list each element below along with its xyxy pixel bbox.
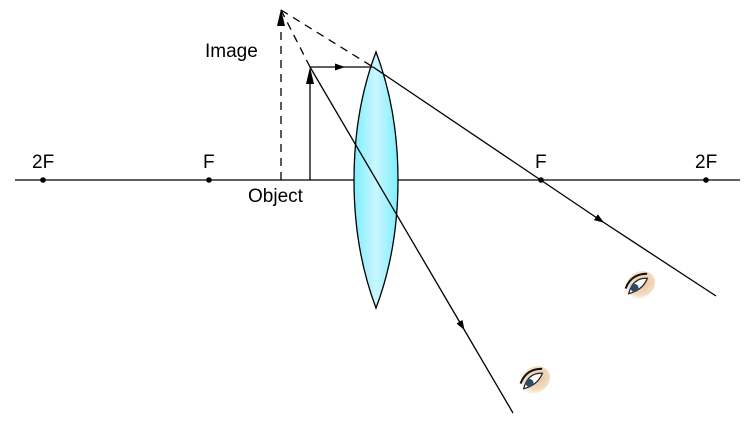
focal-point-f-left [206,177,212,183]
central-ray [309,66,465,331]
label-object: Object [248,186,304,207]
eye-icon [624,271,656,299]
object-arrowhead [306,67,314,84]
label-image: Image [205,41,258,62]
label-2f-right: 2F [695,152,717,173]
label-f-right: F [535,152,547,173]
focal-point-2f-left [40,177,46,183]
focal-point-2f-right [703,177,709,183]
refracted-ray-focal-tail [599,219,717,297]
eye-icon [519,366,551,394]
label-f-left: F [203,152,215,173]
virtual-image-arrowhead [277,9,285,26]
dashed-extension-1 [280,9,374,68]
label-2f-left: 2F [32,152,54,173]
dashed-extension-2 [280,9,311,68]
refracted-ray-focal [372,66,605,223]
central-ray-tail [461,325,514,414]
